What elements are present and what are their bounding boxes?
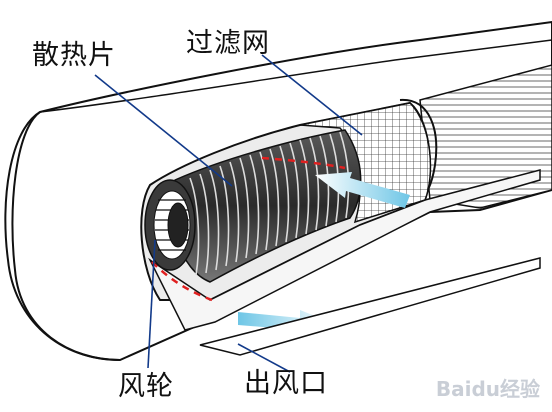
- airflow-in-arrow: [315, 172, 410, 208]
- watermark-logo: Baidu经验: [435, 377, 540, 401]
- label-filter: 过滤网: [186, 28, 270, 59]
- leader-lines: [94, 54, 363, 373]
- red-dashed-guides: [151, 156, 346, 302]
- label-fan: 风轮: [118, 371, 174, 402]
- label-outlet: 出风口: [244, 368, 328, 399]
- label-heatsink: 散热片: [32, 40, 116, 71]
- fan-rotor: [144, 179, 196, 271]
- outlet-flap: [199, 257, 541, 356]
